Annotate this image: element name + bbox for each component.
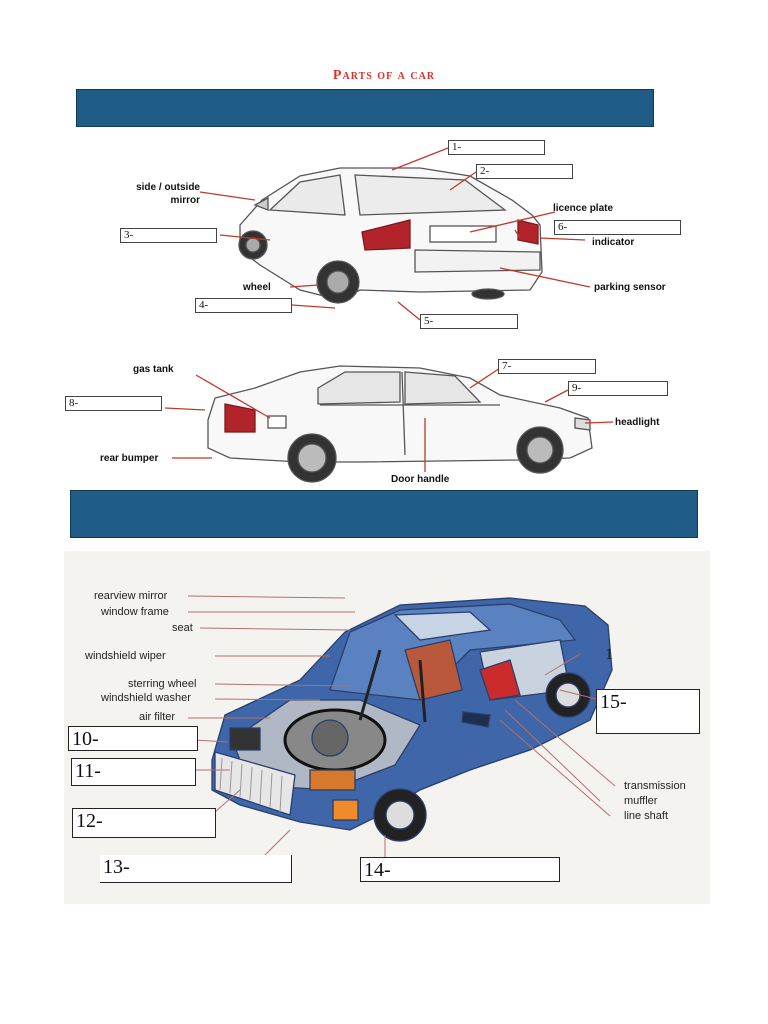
label-window-frame: window frame — [101, 606, 169, 618]
answer-box-11[interactable]: 11- — [71, 758, 196, 786]
label-windshield-wiper: windshield wiper — [85, 650, 166, 662]
label-seat: seat — [172, 622, 193, 634]
answer-box-13[interactable]: 13- — [100, 855, 292, 883]
answer-box-15[interactable]: 15- — [596, 689, 700, 734]
label-steering-wheel: sterring wheel — [128, 678, 196, 690]
edge-mark: 1 — [605, 646, 613, 664]
label-muffler: muffler — [624, 795, 657, 807]
label-rearview-mirror: rearview mirror — [94, 590, 167, 602]
label-line-shaft: line shaft — [624, 810, 668, 822]
answer-box-12[interactable]: 12- — [72, 808, 216, 838]
answer-box-10[interactable]: 10- — [68, 726, 198, 751]
label-transmission: transmission — [624, 780, 686, 792]
label-windshield-washer: windshield washer — [101, 692, 191, 704]
answer-box-14[interactable]: 14- — [360, 857, 560, 882]
label-air-filter: air filter — [139, 711, 175, 723]
